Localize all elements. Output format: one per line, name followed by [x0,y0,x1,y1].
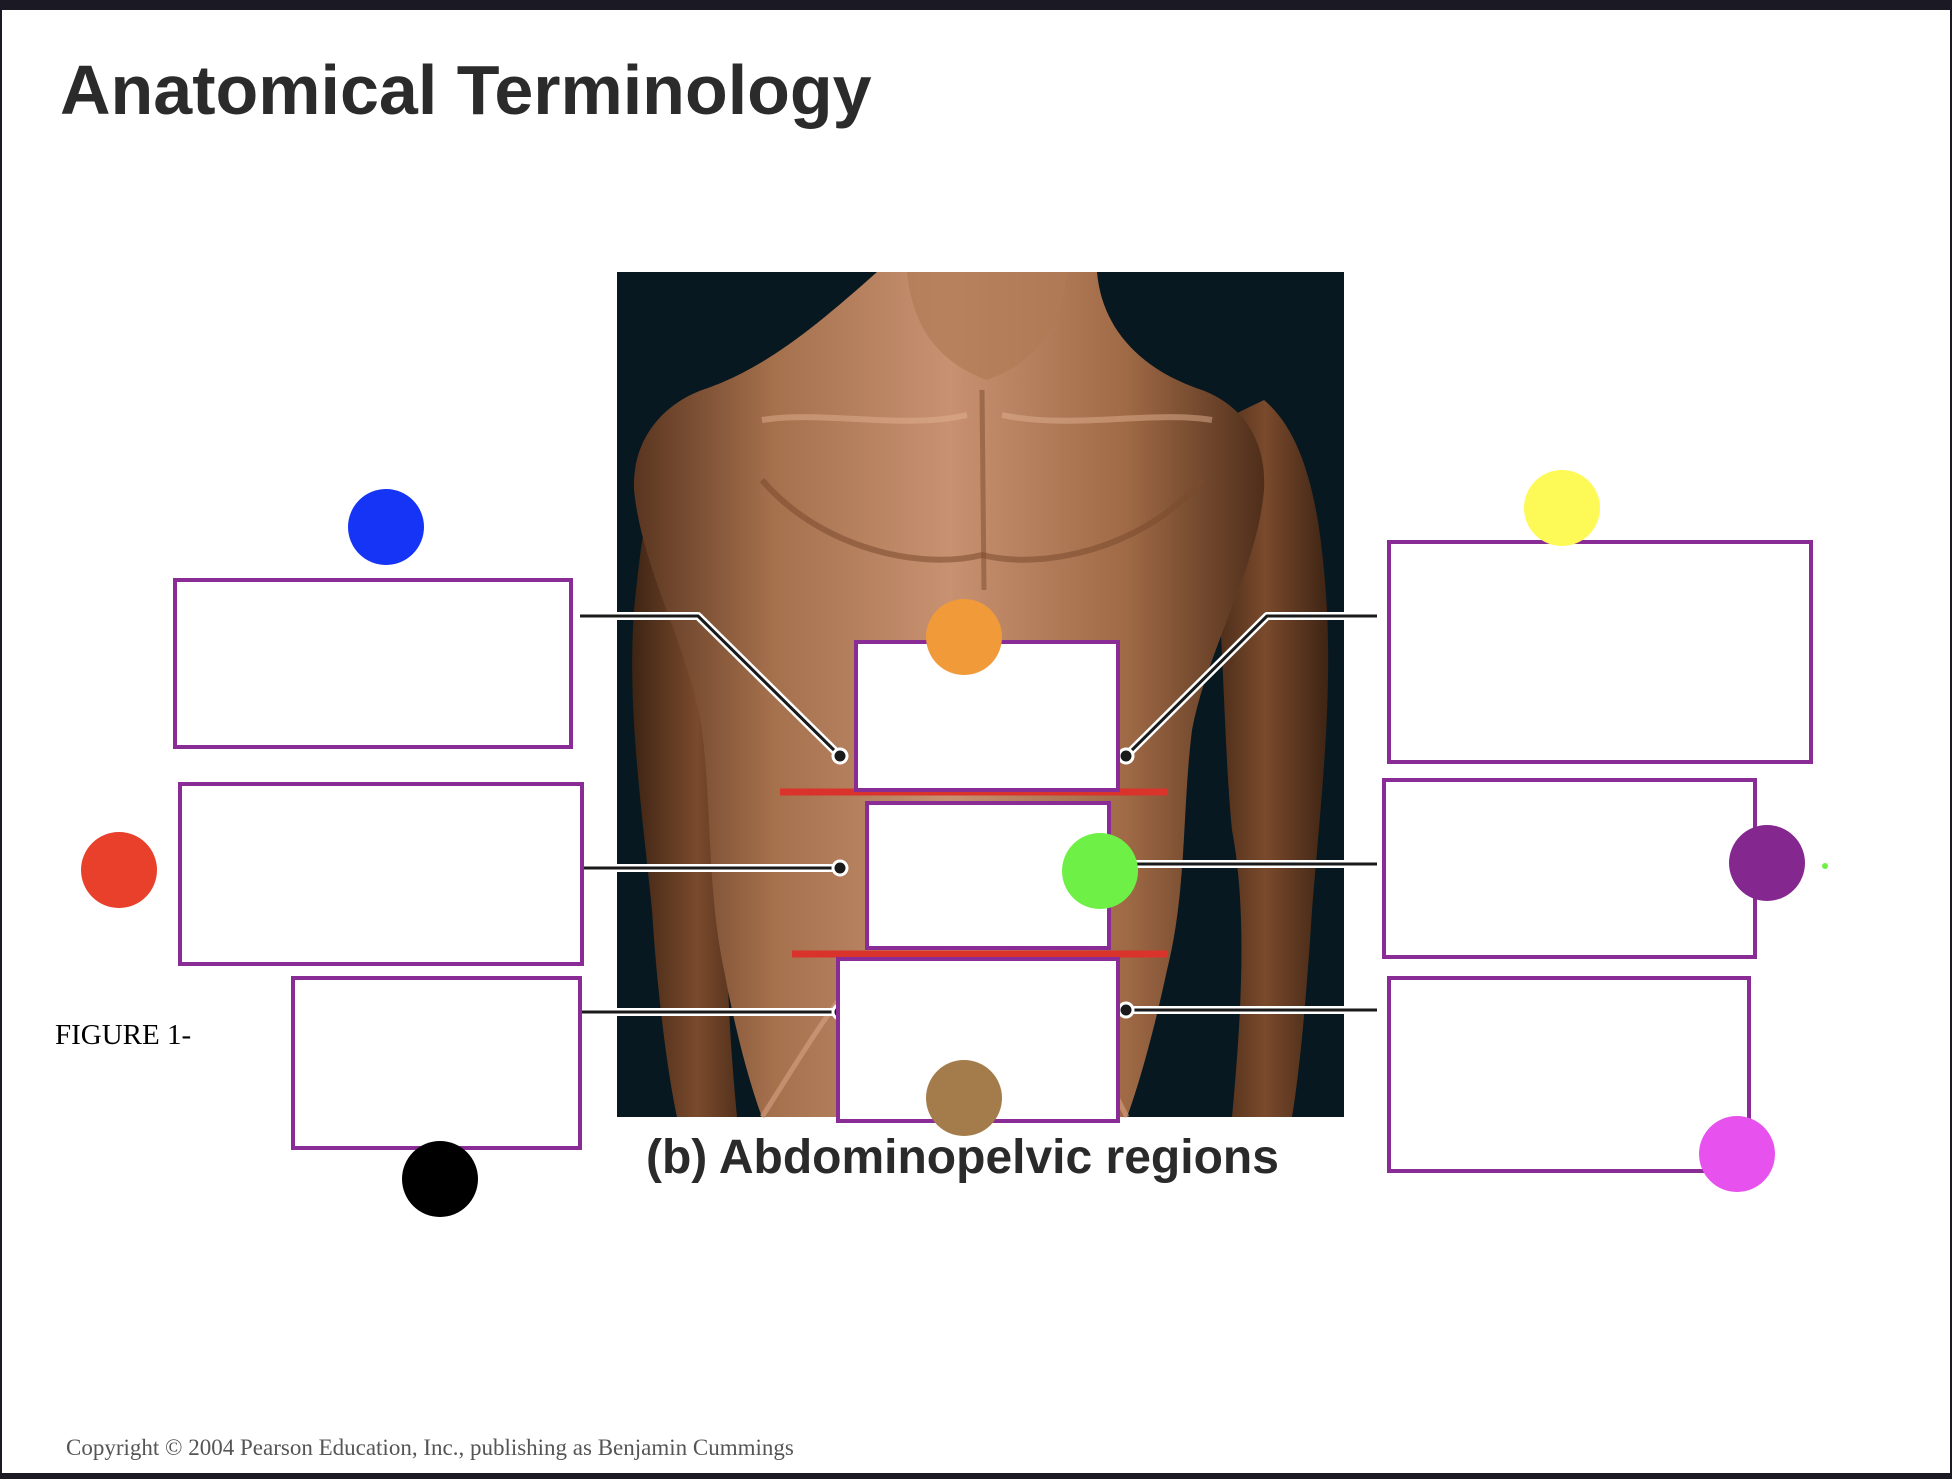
sternum-line [979,389,987,591]
yellow-marker-dot [1524,470,1600,546]
label-box-left-middle[interactable] [178,782,584,966]
label-box-right-bottom[interactable] [1387,976,1751,1173]
brown-marker-dot [926,1060,1002,1136]
neck [907,272,1067,380]
slide: Anatomical Terminology [2,10,1950,1473]
label-box-right-top[interactable] [1387,540,1813,764]
copyright-notice: Copyright © 2004 Pearson Education, Inc.… [66,1435,794,1460]
blue-marker-dot [348,489,424,565]
magenta-marker-dot [1699,1116,1775,1192]
purple-marker-dot [1729,825,1805,901]
orange-marker-dot [926,599,1002,675]
slide-title: Anatomical Terminology [60,51,872,129]
collarbone-left [761,412,968,424]
label-box-left-bottom[interactable] [291,976,582,1150]
figure-caption: (b) Abdominopelvic regions [646,1131,1279,1184]
stray-green-speck [1822,863,1828,869]
black-marker-dot [402,1141,478,1217]
collarbone-right [1001,412,1213,424]
red-marker-dot [81,832,157,908]
label-box-right-middle[interactable] [1382,778,1757,959]
figure-label: FIGURE 1- [55,1019,192,1051]
leader-lines [580,612,1377,1016]
green-marker-dot [1062,833,1138,909]
label-box-left-top[interactable] [173,578,573,749]
